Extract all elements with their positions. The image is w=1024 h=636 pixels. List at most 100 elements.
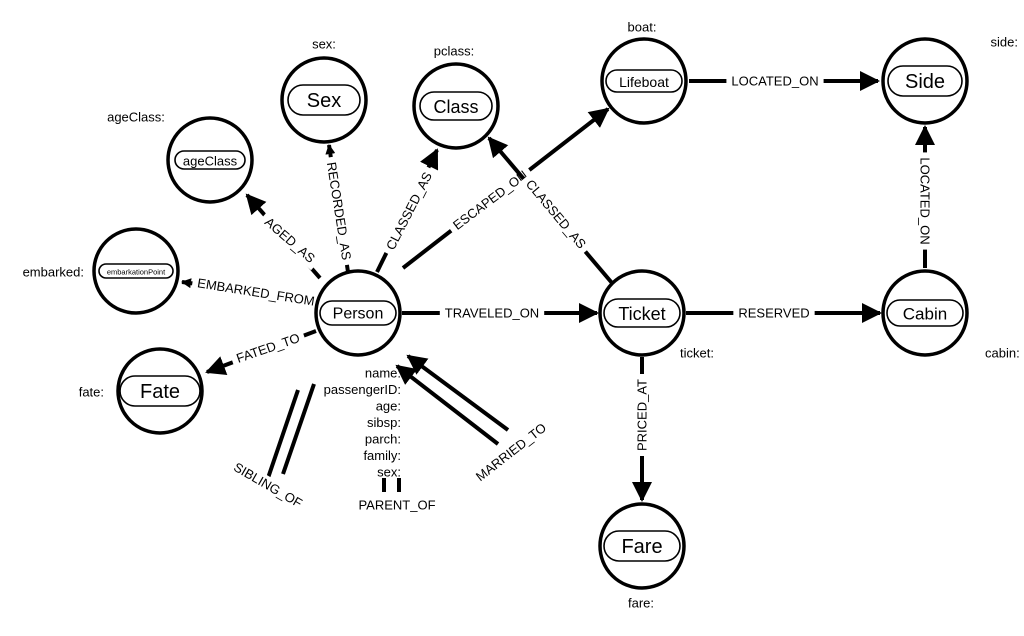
- person-property: family:: [363, 448, 401, 463]
- node-embark[interactable]: embarkationPoint embarked:: [23, 227, 180, 315]
- person-property: age:: [376, 399, 401, 414]
- node-property-label: sex:: [312, 37, 336, 52]
- edge-label-group: CLASSED_AS: [518, 171, 594, 257]
- edge-located-on-cabin: LOCATED_ON: [915, 125, 935, 268]
- edge-label-bg: [229, 327, 307, 369]
- edge-label-bg: [916, 152, 934, 250]
- edges-layer: TRAVELED_ON RESERVED PRICED_AT ESCAPED_ONCL…: [181, 71, 935, 513]
- node-property-label: fate:: [79, 385, 104, 400]
- edge-classed-as-ticket: CLASSED_AS: [487, 136, 614, 285]
- node-property-label: side:: [991, 35, 1018, 50]
- edge-traveled-on: TRAVELED_ON: [402, 303, 599, 323]
- edge-label-group: EMBARKED_FROM: [191, 273, 321, 311]
- edge-label-group: RESERVED: [733, 304, 815, 322]
- node-label: Lifeboat: [619, 74, 669, 90]
- edge-label: TRAVELED_ON: [445, 306, 539, 321]
- edge-sibling-line-b: [281, 383, 316, 475]
- node-property-label: pclass:: [434, 44, 474, 59]
- node-pill: [319, 300, 397, 326]
- node-cabin[interactable]: Cabin cabin:: [881, 269, 1020, 361]
- edge-embarked-from: EMBARKED_FROM: [181, 273, 321, 311]
- nodes-layer: PersonSexsex:Classpclass:ageClassageClas…: [23, 20, 1020, 611]
- edge-label-bg: [257, 209, 323, 271]
- node-fare[interactable]: Fare fare:: [598, 502, 686, 611]
- edge-aged-as: AGED_AS: [245, 193, 323, 280]
- edge-sibling-line-a: [266, 389, 300, 479]
- node-label: Fate: [140, 381, 180, 403]
- node-label: Side: [905, 71, 945, 93]
- edge-located-on-boat: LOCATED_ON: [689, 71, 880, 91]
- edge-label-bg: [726, 72, 824, 90]
- node-property-label: ageClass:: [107, 110, 165, 125]
- edge-label-bg: [633, 374, 651, 456]
- person-property: name:: [365, 366, 401, 381]
- edge-reserved: RESERVED: [686, 303, 882, 323]
- edge-label-bg: [355, 497, 439, 513]
- edge-label-bg: [191, 273, 321, 311]
- edge-fated-to: FATED_TO: [205, 327, 317, 376]
- edge-label-bg: [445, 163, 535, 237]
- person-property: passengerID:: [324, 382, 401, 397]
- node-property-label: boat:: [628, 20, 657, 35]
- edge-label-bg: [228, 457, 308, 513]
- edge-label-group: RECORDED_AS: [321, 155, 357, 267]
- edge-label-bg: [321, 155, 357, 267]
- edge-label: RECORDED_AS: [324, 161, 354, 261]
- edge-label: PARENT_OF: [358, 498, 435, 513]
- edge-priced-at: PRICED_AT: [632, 357, 652, 502]
- edge-label: SIBLING_OF: [231, 459, 305, 510]
- edge-label-group: CLASSED_AS: [379, 164, 439, 258]
- node-side[interactable]: Side side:: [881, 35, 1018, 125]
- edge-label-bg: [470, 417, 552, 487]
- edge-married-to: MARRIED_TO: [470, 417, 552, 487]
- edge-label: LOCATED_ON: [731, 74, 818, 89]
- edge-label-bg: [379, 164, 439, 258]
- edge-sibling-of: SIBLING_OF: [228, 457, 308, 513]
- edge-label-bg: [439, 304, 545, 322]
- edge-label-group: TRAVELED_ON: [439, 304, 545, 322]
- edge-label-bg: [733, 304, 815, 322]
- edge-label-group: LOCATED_ON: [726, 72, 824, 90]
- node-pill: [119, 375, 201, 407]
- node-person[interactable]: Person: [314, 269, 402, 357]
- node-label: ageClass: [183, 154, 238, 169]
- person-property: sibsp:: [367, 415, 401, 430]
- person-properties: name:passengerID:age:sibsp:parch:family:…: [324, 366, 401, 480]
- edge-parent-of: PARENT_OF: [355, 497, 439, 513]
- node-property-label: ticket:: [680, 346, 714, 361]
- edge-label-bg: [518, 171, 594, 257]
- node-label: embarkationPoint: [107, 268, 166, 277]
- edge-label: ESCAPED_ON: [450, 167, 530, 232]
- node-label: Cabin: [903, 305, 947, 324]
- node-ticket[interactable]: Ticket ticket:: [598, 269, 714, 361]
- node-label: Ticket: [618, 304, 665, 324]
- node-lifeboat[interactable]: Lifeboat boat:: [600, 20, 688, 125]
- node-pill: [603, 530, 681, 562]
- node-fate[interactable]: Fate fate:: [79, 347, 204, 435]
- node-property-label: cabin:: [985, 346, 1020, 361]
- edge-recorded-as: RECORDED_AS: [321, 144, 357, 273]
- node-label: Fare: [621, 536, 662, 558]
- edge-label-group: FATED_TO: [229, 327, 307, 369]
- node-property-label: embarked:: [23, 265, 84, 280]
- edge-label: AGED_AS: [262, 214, 318, 266]
- edge-label: MARRIED_TO: [473, 420, 549, 484]
- node-pill: [605, 69, 683, 93]
- node-ageclass[interactable]: ageClass ageClass:: [107, 110, 254, 204]
- edge-married-line-a: [406, 354, 510, 432]
- edge-label-group: PRICED_AT: [633, 374, 651, 456]
- edge-label-group: AGED_AS: [257, 209, 323, 271]
- node-property-label: fare:: [628, 596, 654, 611]
- node-pill: [174, 150, 246, 170]
- node-label: Person: [333, 306, 384, 323]
- edge-label: RESERVED: [738, 306, 809, 321]
- node-pill: [887, 65, 963, 97]
- person-property: sex:: [377, 465, 401, 480]
- edge-married-line-b: [395, 364, 500, 446]
- edge-label: CLASSED_AS: [383, 169, 435, 252]
- edge-label: CLASSED_AS: [523, 177, 590, 252]
- edge-label: LOCATED_ON: [918, 157, 933, 244]
